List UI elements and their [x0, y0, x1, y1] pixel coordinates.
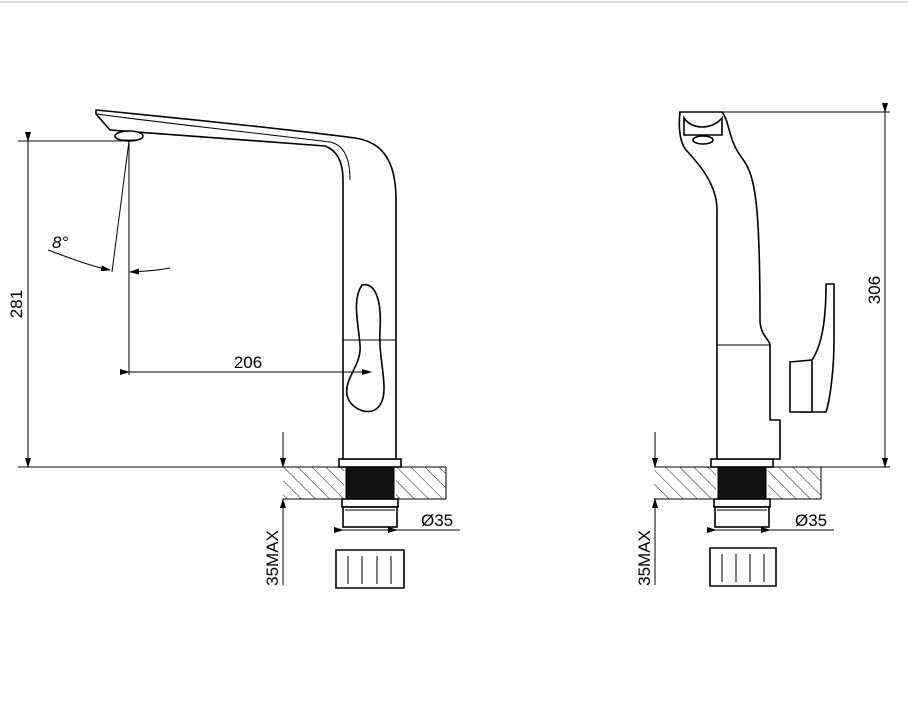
base-diameter-front-label: Ø35 [421, 511, 453, 530]
total-height-label: 306 [865, 276, 884, 304]
side-view: 306 35MAX Ø35 [635, 103, 890, 587]
counter-thickness-side-label: 35MAX [635, 530, 654, 586]
dim-306: 306 [722, 103, 890, 468]
front-shank [345, 466, 395, 500]
dim-diameter-front: Ø35 [334, 511, 460, 533]
spout-reach-label: 206 [234, 353, 262, 372]
spout-height-label: 281 [7, 290, 26, 318]
base-diameter-side-label: Ø35 [795, 511, 827, 530]
front-view: 281 206 8° 35MAX Ø35 [7, 109, 460, 589]
side-base-ring [710, 458, 774, 468]
dim-35max-front: 35MAX [263, 432, 286, 586]
dim-281: 281 [7, 132, 283, 468]
counter-thickness-front-label: 35MAX [263, 530, 282, 586]
side-column [678, 111, 781, 460]
dim-diameter-side: Ø35 [707, 511, 834, 533]
side-fixing-nut [709, 498, 777, 587]
front-column [95, 109, 397, 460]
spout-angle-label: 8° [52, 233, 68, 252]
side-aerator [692, 135, 714, 145]
dim-206: 206 [120, 141, 372, 375]
front-fixing-nut [335, 498, 405, 589]
angle-8deg: 8° [47, 140, 171, 275]
side-shank [717, 466, 767, 500]
front-base-ring [338, 458, 402, 468]
dim-35max-side: 35MAX [635, 432, 658, 586]
